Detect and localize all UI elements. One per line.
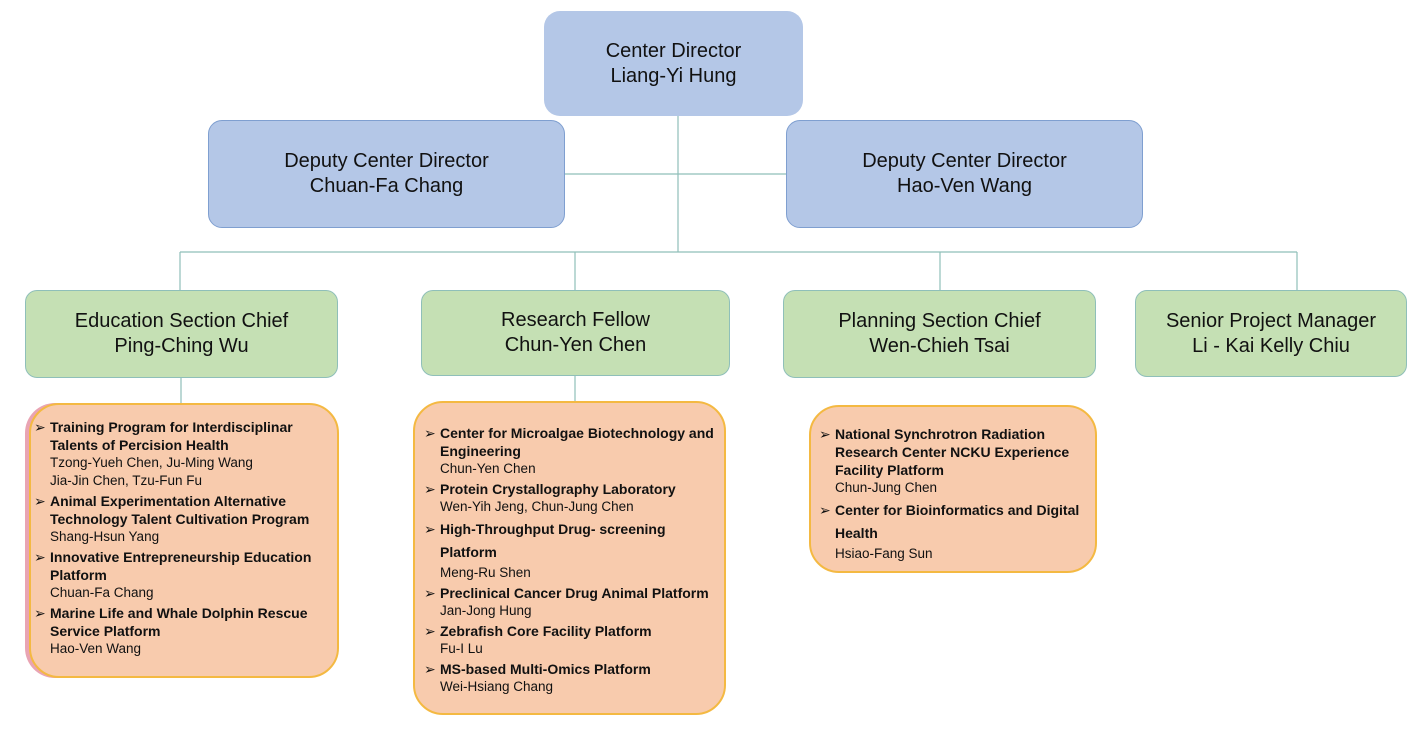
bullet-arrow-icon: ➢ — [34, 605, 46, 621]
program-title: National Synchrotron Radiation Research … — [835, 426, 1070, 478]
bullet-arrow-icon: ➢ — [424, 521, 436, 537]
center-director-box: Center Director Liang-Yi Hung — [544, 11, 803, 116]
program-people: Wei-Hsiang Chang — [440, 679, 554, 694]
section-name: Li - Kai Kelly Chiu — [1192, 334, 1350, 357]
section-name: Wen-Chieh Tsai — [869, 335, 1010, 357]
program-item: ➢Marine Life and Whale Dolphin Rescue Se… — [34, 604, 331, 658]
section-role: Planning Section Chief — [838, 310, 1041, 332]
program-item: ➢Zebrafish Core Facility Platform Fu-I L… — [424, 622, 720, 658]
program-item: ➢Animal Experimentation Alternative Tech… — [34, 492, 331, 546]
bullet-arrow-icon: ➢ — [424, 481, 436, 497]
bullet-arrow-icon: ➢ — [819, 426, 831, 442]
program-people: Chuan-Fa Chang — [50, 585, 154, 600]
research-programs-box: ➢Center for Microalgae Biotechnology and… — [413, 401, 726, 715]
section-role: Senior Project Manager — [1165, 309, 1377, 332]
program-title: Marine Life and Whale Dolphin Rescue Ser… — [50, 605, 308, 639]
bullet-arrow-icon: ➢ — [424, 661, 436, 677]
program-title: Animal Experimentation Alternative Techn… — [50, 493, 310, 527]
deputy-director-role: Deputy Center Director — [284, 150, 489, 172]
section-role: Research Fellow — [501, 309, 650, 331]
planning-section-box: Planning Section Chief Wen-Chieh Tsai — [783, 290, 1096, 378]
program-people: Hao-Ven Wang — [50, 641, 142, 656]
program-title: Preclinical Cancer Drug Animal Platform — [440, 585, 709, 601]
program-title: MS-based Multi-Omics Platform — [440, 661, 651, 677]
deputy-director-name: Hao-Ven Wang — [897, 175, 1032, 197]
program-item: ➢Center for Microalgae Biotechnology and… — [424, 424, 720, 478]
program-item: ➢High-Throughput Drug- screening Platfor… — [424, 518, 720, 582]
education-programs-box: ➢Training Program for Interdisciplinar T… — [29, 403, 339, 678]
section-name: Ping-Ching Wu — [114, 335, 249, 357]
program-item: ➢Preclinical Cancer Drug Animal Platform… — [424, 584, 720, 620]
bullet-arrow-icon: ➢ — [34, 419, 46, 435]
program-item: ➢Innovative Entrepreneurship Education P… — [34, 548, 331, 602]
program-people: Meng-Ru Shen — [440, 565, 531, 580]
bullet-arrow-icon: ➢ — [424, 585, 436, 601]
program-item: ➢Center for Bioinformatics and Digital H… — [819, 499, 1091, 563]
program-people: Tzong-Yueh Chen, Ju-Ming Wang — [50, 455, 253, 470]
program-item: ➢National Synchrotron Radiation Research… — [819, 425, 1091, 497]
deputy-director-name: Chuan-Fa Chang — [309, 175, 464, 197]
program-title: Training Program for Interdisciplinar Ta… — [50, 419, 293, 453]
program-people: Wen-Yih Jeng, Chun-Jung Chen — [440, 499, 634, 514]
bullet-arrow-icon: ➢ — [34, 493, 46, 509]
center-director-name: Liang-Yi Hung — [610, 64, 737, 87]
program-title: Zebrafish Core Facility Platform — [440, 623, 652, 639]
bullet-arrow-icon: ➢ — [819, 502, 831, 518]
education-section-box: Education Section Chief Ping-Ching Wu — [25, 290, 338, 378]
bullet-arrow-icon: ➢ — [34, 549, 46, 565]
planning-programs-box: ➢National Synchrotron Radiation Research… — [809, 405, 1097, 573]
project-manager-box: Senior Project Manager Li - Kai Kelly Ch… — [1135, 290, 1407, 377]
bullet-arrow-icon: ➢ — [424, 425, 436, 441]
program-people: Chun-Jung Chen — [835, 480, 938, 495]
program-item: ➢Protein Crystallography Laboratory Wen-… — [424, 480, 720, 516]
program-item: ➢MS-based Multi-Omics Platform Wei-Hsian… — [424, 660, 720, 696]
research-section-box: Research Fellow Chun-Yen Chen — [421, 290, 730, 376]
program-people: Jia-Jin Chen, Tzu-Fun Fu — [50, 473, 203, 488]
center-director-role: Center Director — [605, 39, 742, 62]
bullet-arrow-icon: ➢ — [424, 623, 436, 639]
program-title: Center for Microalgae Biotechnology and … — [440, 425, 714, 459]
program-title: High-Throughput Drug- screening Platform — [440, 521, 666, 560]
deputy-director-role: Deputy Center Director — [862, 150, 1067, 172]
program-people: Hsiao-Fang Sun — [835, 546, 933, 561]
program-item: ➢Training Program for Interdisciplinar T… — [34, 418, 331, 490]
deputy-director-box: Deputy Center Director Chuan-Fa Chang — [208, 120, 565, 228]
program-people: Shang-Hsun Yang — [50, 529, 160, 544]
section-name: Chun-Yen Chen — [504, 334, 647, 356]
program-people: Fu-I Lu — [440, 641, 483, 656]
deputy-director-box: Deputy Center Director Hao-Ven Wang — [786, 120, 1143, 228]
program-title: Protein Crystallography Laboratory — [440, 481, 676, 497]
program-people: Jan-Jong Hung — [440, 603, 532, 618]
section-role: Education Section Chief — [74, 310, 289, 332]
program-title: Center for Bioinformatics and Digital He… — [835, 502, 1080, 541]
program-title: Innovative Entrepreneurship Education Pl… — [50, 549, 312, 583]
program-people: Chun-Yen Chen — [440, 461, 536, 476]
